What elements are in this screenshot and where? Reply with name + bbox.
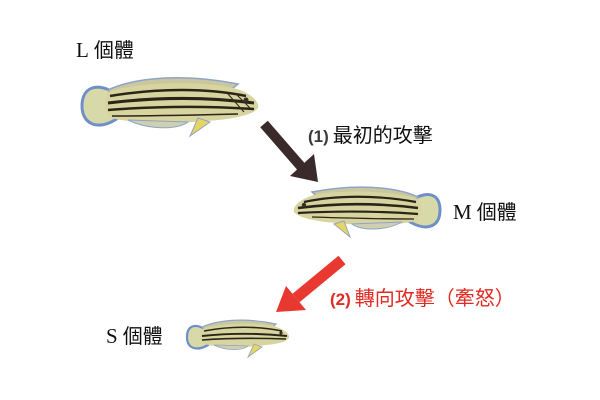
annotation-2-text: 轉向攻擊（牽怒） bbox=[354, 286, 515, 310]
arrow-redirected-attack-icon bbox=[276, 255, 346, 312]
label-s-suffix: 個體 bbox=[122, 326, 163, 348]
label-m-suffix: 個體 bbox=[476, 202, 517, 224]
fish-m-icon bbox=[293, 186, 442, 239]
label-l-letter: L bbox=[76, 38, 89, 62]
annotation-redirected-attack: (2)轉向攻擊（牽怒） bbox=[330, 288, 515, 308]
fish-s-icon bbox=[185, 319, 290, 359]
annotation-1-number: (1) bbox=[308, 127, 329, 146]
annotation-1-text: 最初的攻擊 bbox=[332, 123, 433, 147]
label-m-letter: M bbox=[453, 200, 472, 224]
arrow-initial-attack-icon bbox=[260, 120, 318, 182]
annotation-initial-attack: (1)最初的攻擊 bbox=[308, 125, 433, 145]
label-l-suffix: 個體 bbox=[93, 40, 134, 62]
fish-l-icon bbox=[80, 77, 259, 138]
annotation-2-number: (2) bbox=[330, 290, 351, 309]
label-s-letter: S bbox=[106, 324, 118, 348]
